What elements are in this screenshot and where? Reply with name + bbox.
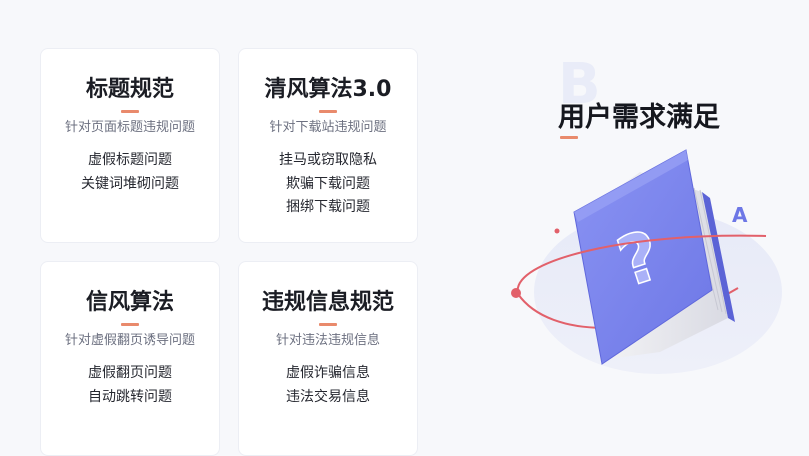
card-subtitle: 针对虚假翻页诱导问题 bbox=[64, 333, 195, 348]
title-underline bbox=[121, 323, 139, 326]
orbit-line-front bbox=[516, 234, 767, 295]
card-item-list: 虚假标题问题 关键词堆砌问题 bbox=[41, 149, 219, 196]
card-title-spec: 标题规范 针对页面标题违规问题 虚假标题问题 关键词堆砌问题 bbox=[40, 48, 220, 243]
list-item: 违法交易信息 bbox=[286, 388, 370, 405]
book-spine bbox=[702, 192, 735, 322]
card-item-list: 虚假诈骗信息 违法交易信息 bbox=[239, 362, 417, 409]
list-item: 挂马或窃取隐私 bbox=[279, 152, 377, 168]
list-item: 虚假诈骗信息 bbox=[286, 365, 370, 381]
card-item-list: 挂马或窃取隐私 欺骗下载问题 捆绑下载问题 bbox=[239, 149, 417, 220]
letter-a-decoration: A bbox=[732, 203, 748, 227]
title-underline bbox=[121, 110, 139, 113]
list-item: 关键词堆砌问题 bbox=[81, 175, 179, 192]
card-violation-info-spec: 违规信息规范 针对违法违规信息 虚假诈骗信息 违法交易信息 bbox=[238, 261, 418, 456]
list-item: 欺骗下载问题 bbox=[286, 175, 370, 192]
book-cover-highlight bbox=[574, 150, 688, 222]
card-title: 清风算法3.0 bbox=[264, 77, 392, 102]
list-item: 虚假标题问题 bbox=[88, 152, 172, 168]
card-subtitle: 针对违法违规信息 bbox=[275, 333, 380, 348]
card-item-list: 虚假翻页问题 自动跳转问题 bbox=[41, 362, 219, 409]
card-title: 违规信息规范 bbox=[261, 290, 394, 315]
card-title: 信风算法 bbox=[85, 290, 174, 315]
title-underline bbox=[319, 323, 337, 326]
list-item: 捆绑下载问题 bbox=[286, 199, 370, 215]
question-book-icon: B ? A bbox=[511, 52, 782, 374]
orbit-dot-small bbox=[554, 228, 560, 234]
letter-b-decoration: B bbox=[558, 52, 601, 117]
orbit-dot-large bbox=[511, 288, 521, 298]
card-subtitle: 针对下载站违规问题 bbox=[269, 120, 387, 135]
panel-title: 用户需求满足 bbox=[558, 102, 720, 133]
user-needs-panel: B ? A 用户需求满足 bbox=[480, 0, 809, 400]
card-title: 标题规范 bbox=[85, 77, 174, 102]
list-item: 自动跳转问题 bbox=[88, 388, 172, 405]
list-item: 虚假翻页问题 bbox=[88, 365, 172, 381]
card-qingfeng-algorithm: 清风算法3.0 针对下载站违规问题 挂马或窃取隐私 欺骗下载问题 捆绑下载问题 bbox=[238, 48, 418, 243]
card-xinfeng-algorithm: 信风算法 针对虚假翻页诱导问题 虚假翻页问题 自动跳转问题 bbox=[40, 261, 220, 456]
card-subtitle: 针对页面标题违规问题 bbox=[64, 120, 195, 135]
title-underline bbox=[319, 110, 337, 113]
title-underline bbox=[560, 136, 578, 139]
